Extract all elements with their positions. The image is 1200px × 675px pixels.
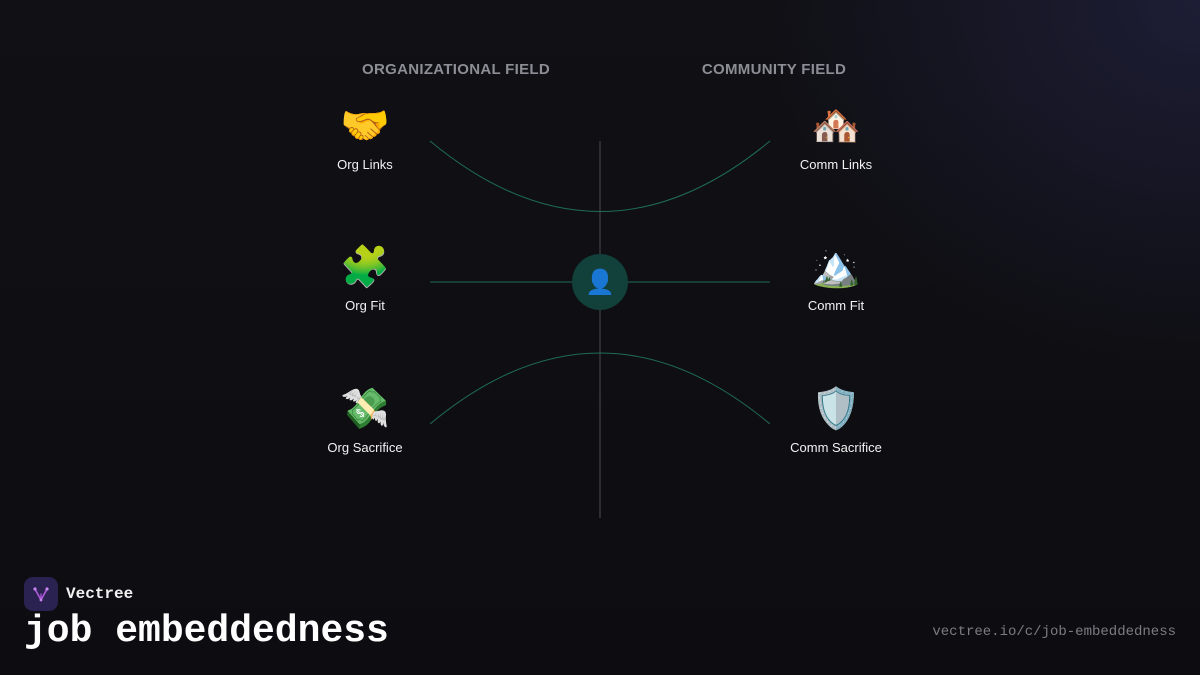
comm-fit-label: Comm Fit bbox=[807, 298, 865, 313]
org-links-node: 🤝 Org Links bbox=[285, 101, 445, 172]
comm-links-node: 🏘️ Comm Links bbox=[756, 101, 916, 172]
vectree-logo-icon bbox=[24, 577, 58, 611]
organizational-field-header: ORGANIZATIONAL FIELD bbox=[362, 61, 550, 78]
bottom-curve-connector bbox=[429, 352, 771, 425]
comm-sacrifice-label: Comm Sacrifice bbox=[790, 440, 882, 455]
comm-sacrifice-node: 🛡️ Comm Sacrifice bbox=[756, 384, 916, 455]
comm-links-label: Comm Links bbox=[799, 157, 873, 172]
page-title: job embeddedness bbox=[24, 610, 389, 653]
mountain-icon: 🏔️ bbox=[811, 244, 861, 290]
employee-center-node: 👤 bbox=[572, 254, 628, 310]
brand-name: Vectree bbox=[66, 585, 134, 603]
org-sacrifice-node: 💸 Org Sacrifice bbox=[285, 384, 445, 455]
org-links-label: Org Links bbox=[337, 157, 393, 172]
top-curve-connector bbox=[429, 140, 771, 212]
money-with-wings-icon: 💸 bbox=[340, 386, 390, 432]
community-field-header: COMMUNITY FIELD bbox=[701, 61, 847, 78]
person-icon: 👤 bbox=[585, 268, 615, 296]
org-fit-label: Org Fit bbox=[345, 298, 385, 313]
houses-icon: 🏘️ bbox=[811, 103, 861, 149]
org-fit-node: 🧩 Org Fit bbox=[285, 242, 445, 313]
source-url: vectree.io/c/job-embeddedness bbox=[932, 624, 1176, 640]
shield-icon: 🛡️ bbox=[811, 386, 861, 432]
brand: Vectree bbox=[24, 577, 133, 611]
comm-fit-node: 🏔️ Comm Fit bbox=[756, 242, 916, 313]
handshake-icon: 🤝 bbox=[340, 103, 390, 149]
org-sacrifice-label: Org Sacrifice bbox=[327, 440, 403, 455]
puzzle-piece-icon: 🧩 bbox=[340, 244, 390, 290]
